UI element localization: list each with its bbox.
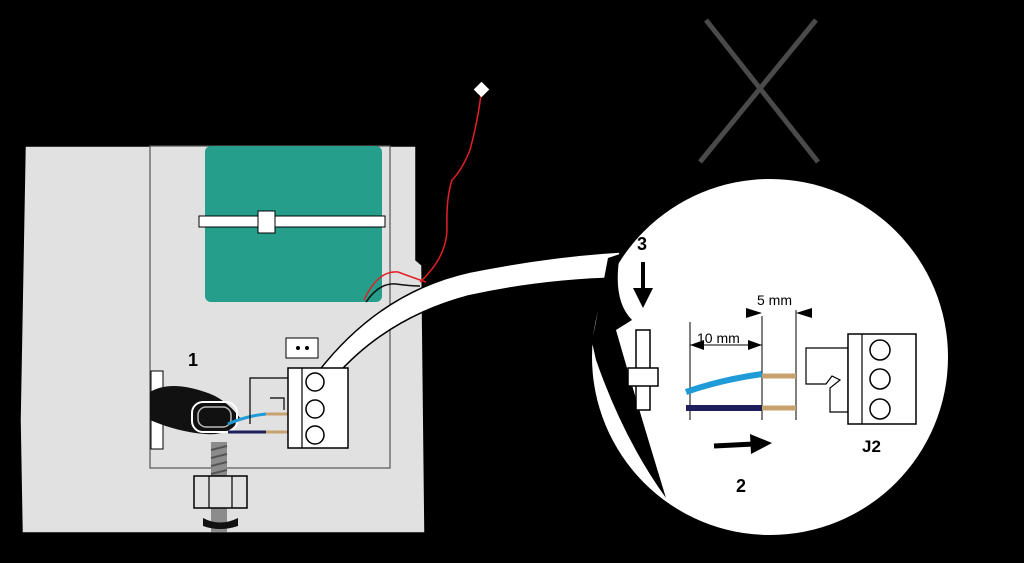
connector-j2-label: J2: [862, 437, 881, 456]
strap-buckle: [257, 210, 276, 234]
insert-arrow-icon: [713, 434, 772, 454]
step-1-label: 1: [188, 350, 198, 370]
terminal-block-j2: [805, 333, 917, 425]
stripped-wires: [685, 371, 796, 411]
step-2-label: 2: [736, 476, 746, 496]
terminal-wires-small: [227, 377, 288, 434]
dim-10mm-arrow-right-icon: [748, 340, 762, 350]
terminal-block-small: [287, 367, 349, 449]
dim-5mm-label: 5 mm: [757, 292, 792, 308]
detail-magnifier: [592, 179, 948, 535]
cross-mark-icon: [698, 18, 820, 164]
release-lever: [627, 329, 659, 411]
small-jumper-connector: [285, 337, 319, 359]
mounting-screw: [193, 442, 248, 532]
battery-pack: [198, 146, 386, 302]
screw-nut: [193, 475, 248, 509]
dim-10mm-label: 10 mm: [697, 330, 740, 346]
cable-gland: [150, 370, 240, 450]
dim-5mm-arrow-right-icon: [796, 308, 812, 318]
push-down-arrow-icon: [633, 262, 653, 308]
battery-strap: [198, 215, 386, 228]
step-3-label: 3: [637, 234, 647, 254]
dim-5mm-arrow-left-icon: [746, 308, 762, 318]
dim-10mm-arrow-left-icon: [690, 340, 704, 350]
